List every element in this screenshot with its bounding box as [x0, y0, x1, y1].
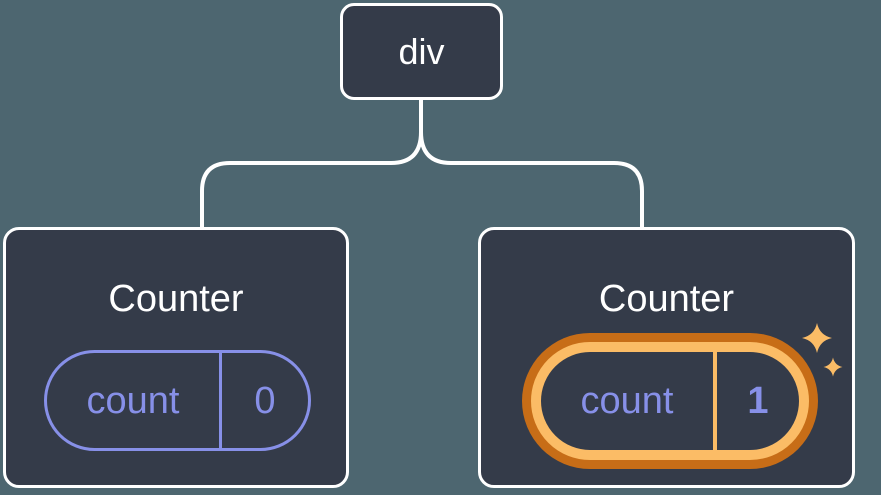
counter-card-right: Counter count 1 — [478, 227, 855, 488]
card-title: Counter — [108, 278, 244, 320]
state-key-label: count — [580, 380, 674, 422]
sparkle-icon — [802, 323, 843, 377]
root-node: div — [340, 3, 503, 100]
root-node-label: div — [398, 30, 445, 72]
card-title: Counter — [598, 278, 735, 320]
state-key-cell: count — [541, 352, 713, 450]
pill-divider — [219, 353, 222, 448]
state-pill: count 0 — [44, 350, 311, 451]
state-value: 0 — [254, 379, 276, 422]
counter-card-left: Counter count 0 — [3, 227, 349, 488]
state-key-label: count — [86, 379, 180, 422]
state-value-cell: 1 — [717, 352, 799, 450]
state-key-cell: count — [47, 353, 219, 448]
state-value-cell: 0 — [222, 353, 308, 448]
state-value: 1 — [747, 380, 769, 422]
pill-divider — [713, 352, 717, 450]
highlighted-state-pill: count 1 — [531, 342, 809, 460]
